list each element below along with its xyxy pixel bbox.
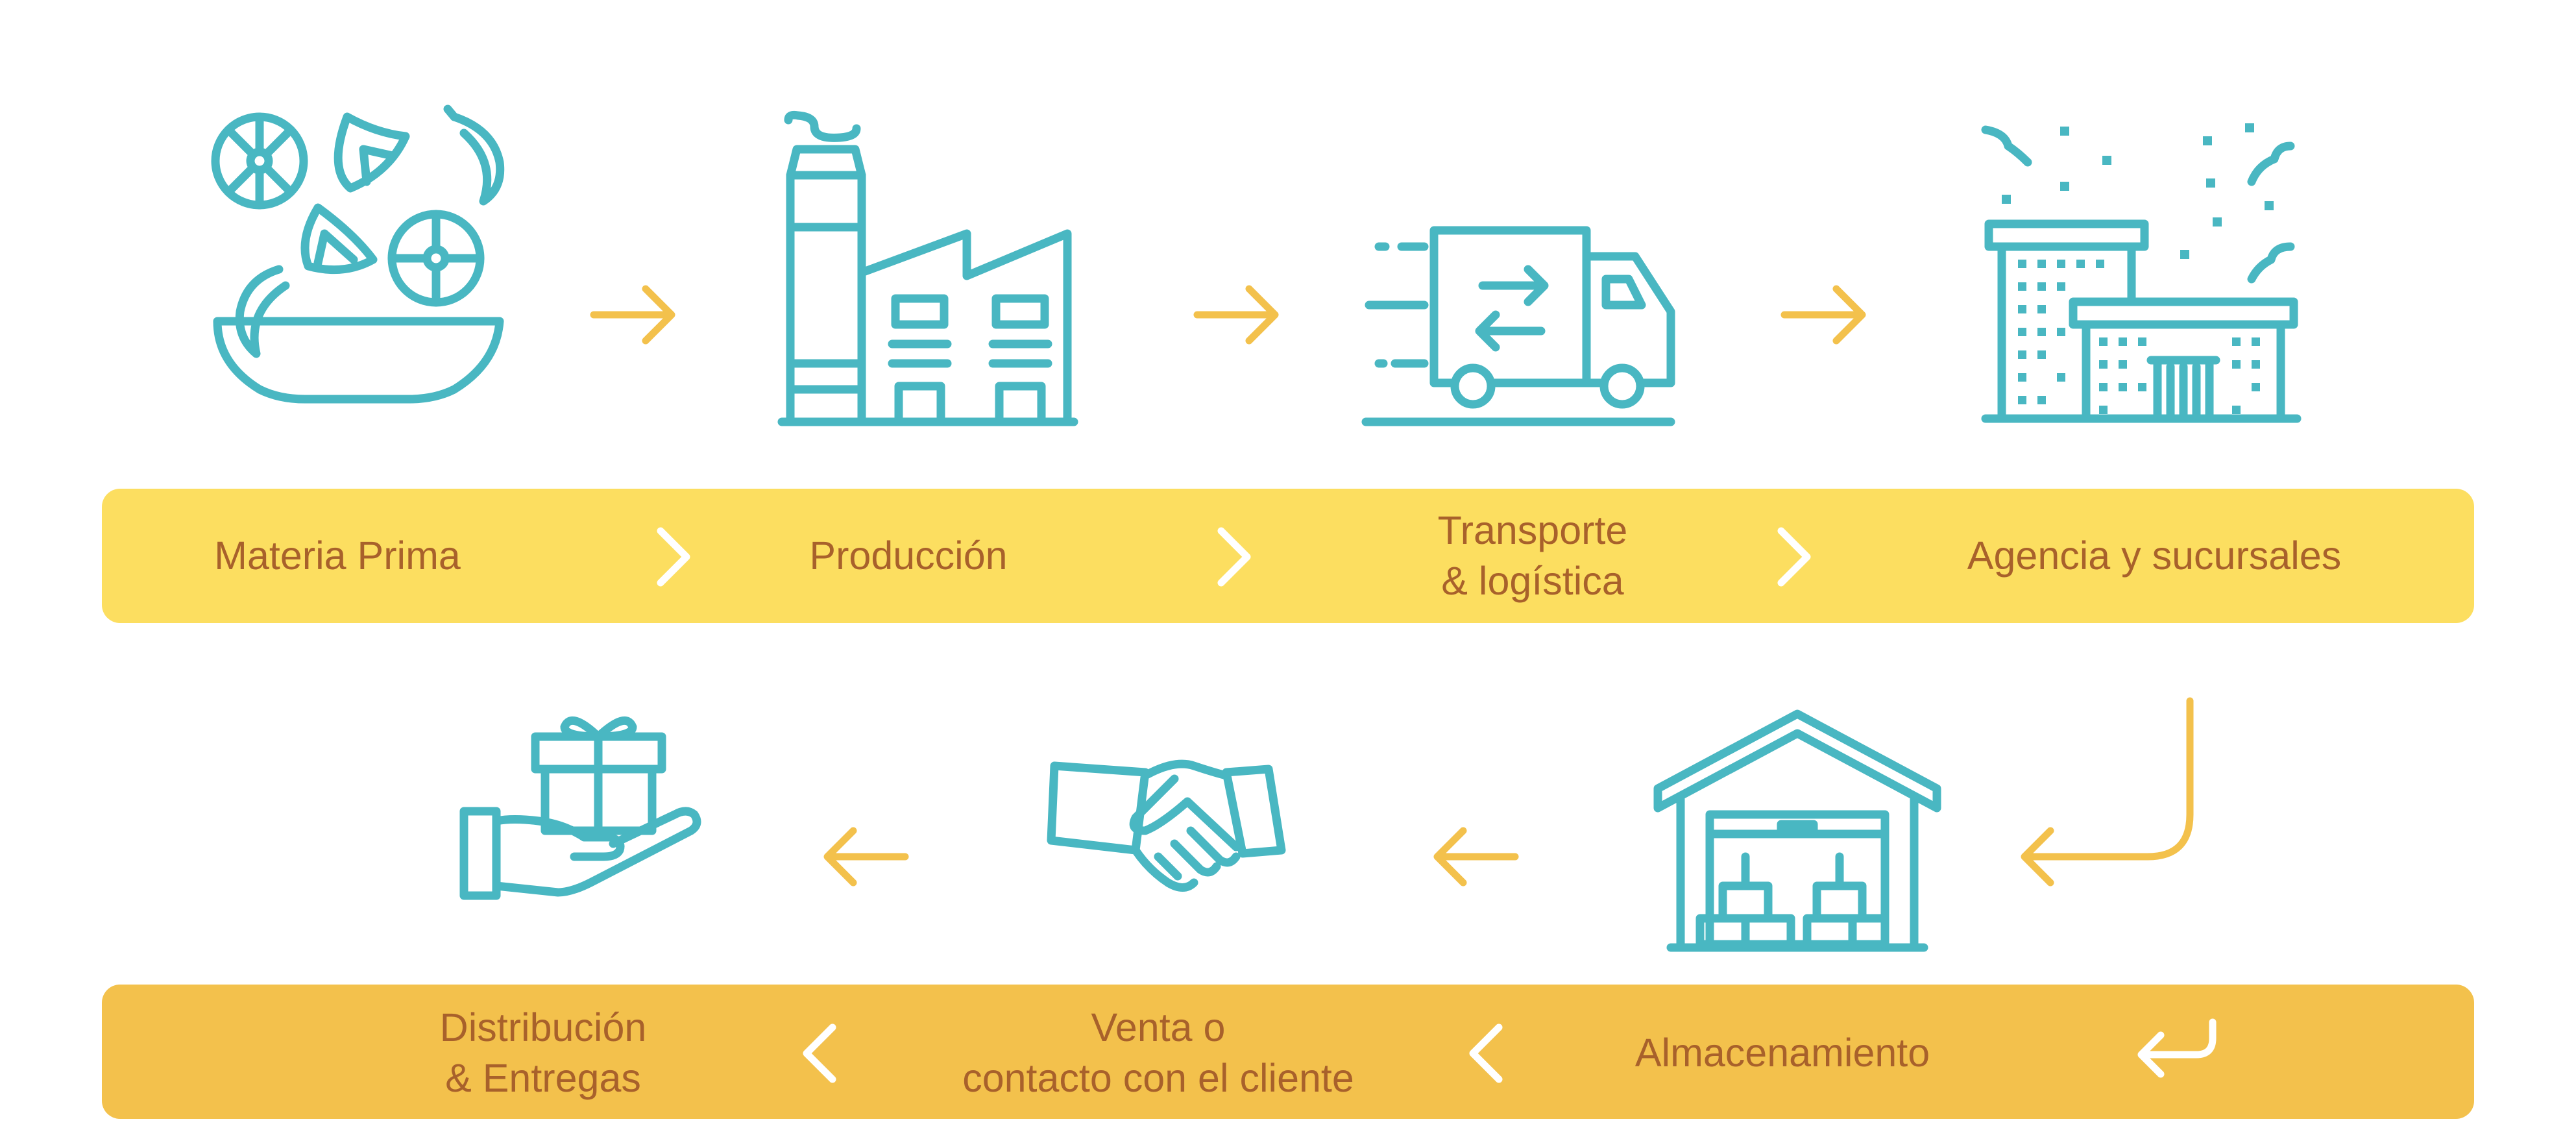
return-arrow-icon	[2021, 697, 2194, 887]
chevron-right-icon	[1217, 527, 1251, 587]
arrow-left-1	[1433, 827, 1519, 887]
buildings-icon	[1981, 123, 2302, 423]
return-chevron-icon	[2137, 1018, 2217, 1078]
gift-on-hand-icon	[459, 716, 701, 900]
bottom-band	[102, 985, 2474, 1119]
label-agencia-sucursales: Agencia y sucursales	[1967, 533, 2342, 578]
label-distribucion-entregas: Distribución & Entregas	[439, 1005, 647, 1100]
label-venta-contacto: Venta o contacto con el cliente	[962, 1005, 1354, 1100]
arrow-right-3	[1780, 285, 1866, 345]
chevron-right-icon	[1777, 527, 1811, 587]
label-transporte-logistica: Transporte & logística	[1437, 508, 1628, 603]
chevron-left-icon	[803, 1023, 836, 1083]
chevron-left-icon	[1469, 1023, 1503, 1083]
delivery-truck-icon	[1361, 226, 1675, 426]
ingredients-bowl-icon	[211, 104, 505, 404]
arrow-right-2	[1193, 285, 1279, 345]
warehouse-icon	[1653, 709, 1941, 952]
factory-icon	[777, 110, 1078, 426]
arrow-left-2	[823, 827, 909, 887]
label-produccion: Producción	[809, 533, 1008, 578]
top-band	[102, 489, 2474, 623]
label-materia-prima: Materia Prima	[214, 533, 461, 578]
handshake-icon	[1047, 759, 1286, 892]
chevron-right-icon	[657, 527, 690, 587]
arrow-right-1	[590, 285, 675, 345]
label-almacenamiento: Almacenamiento	[1634, 1031, 1930, 1075]
